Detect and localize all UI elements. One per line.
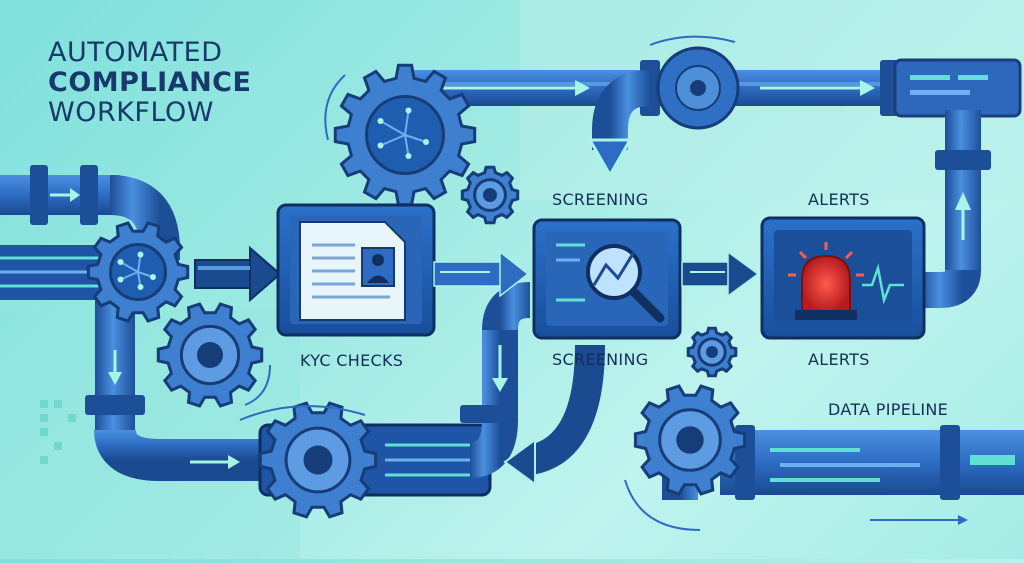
title-line-bold: COMPLIANCE — [48, 67, 252, 99]
flow-arrow — [503, 344, 605, 486]
kyc-label: KYC CHECKS — [300, 351, 404, 370]
page-title: AUTOMATED COMPLIANCE WORKFLOW — [48, 37, 252, 129]
kyc-panel — [276, 203, 436, 337]
screening-label-bottom: SCREENING — [552, 350, 649, 369]
data-pipeline-label: DATA PIPELINE — [828, 400, 949, 419]
gear-icon — [333, 63, 477, 207]
flow-arrow — [681, 250, 760, 298]
title-line: WORKFLOW — [48, 97, 214, 129]
alerts-label-top: ALERTS — [808, 190, 870, 209]
gear-icon — [686, 326, 738, 378]
alerts-panel — [760, 216, 926, 340]
screening-label-top: SCREENING — [552, 190, 649, 209]
alerts-label-bottom: ALERTS — [808, 350, 870, 369]
flow-arrow — [440, 80, 875, 96]
right-pipe — [920, 110, 991, 308]
gear-icon — [258, 401, 378, 519]
flow-arrow — [194, 245, 282, 303]
pulse-line-icon — [862, 263, 904, 305]
top-pipe — [400, 58, 1022, 118]
screening-panel — [532, 218, 682, 340]
gear-icon — [460, 165, 520, 225]
screening-feed-pipe — [587, 70, 652, 179]
gear-icon — [633, 384, 747, 496]
flow-arrow — [433, 250, 530, 298]
gear-icon — [86, 221, 190, 323]
gears — [86, 63, 747, 519]
gear-icon — [156, 302, 264, 408]
decorative-arrows — [239, 35, 736, 531]
pipe-gear-icon — [656, 46, 740, 130]
decorative-dots — [40, 400, 76, 464]
siren-icon — [801, 254, 851, 313]
title-line: AUTOMATED — [48, 37, 223, 68]
